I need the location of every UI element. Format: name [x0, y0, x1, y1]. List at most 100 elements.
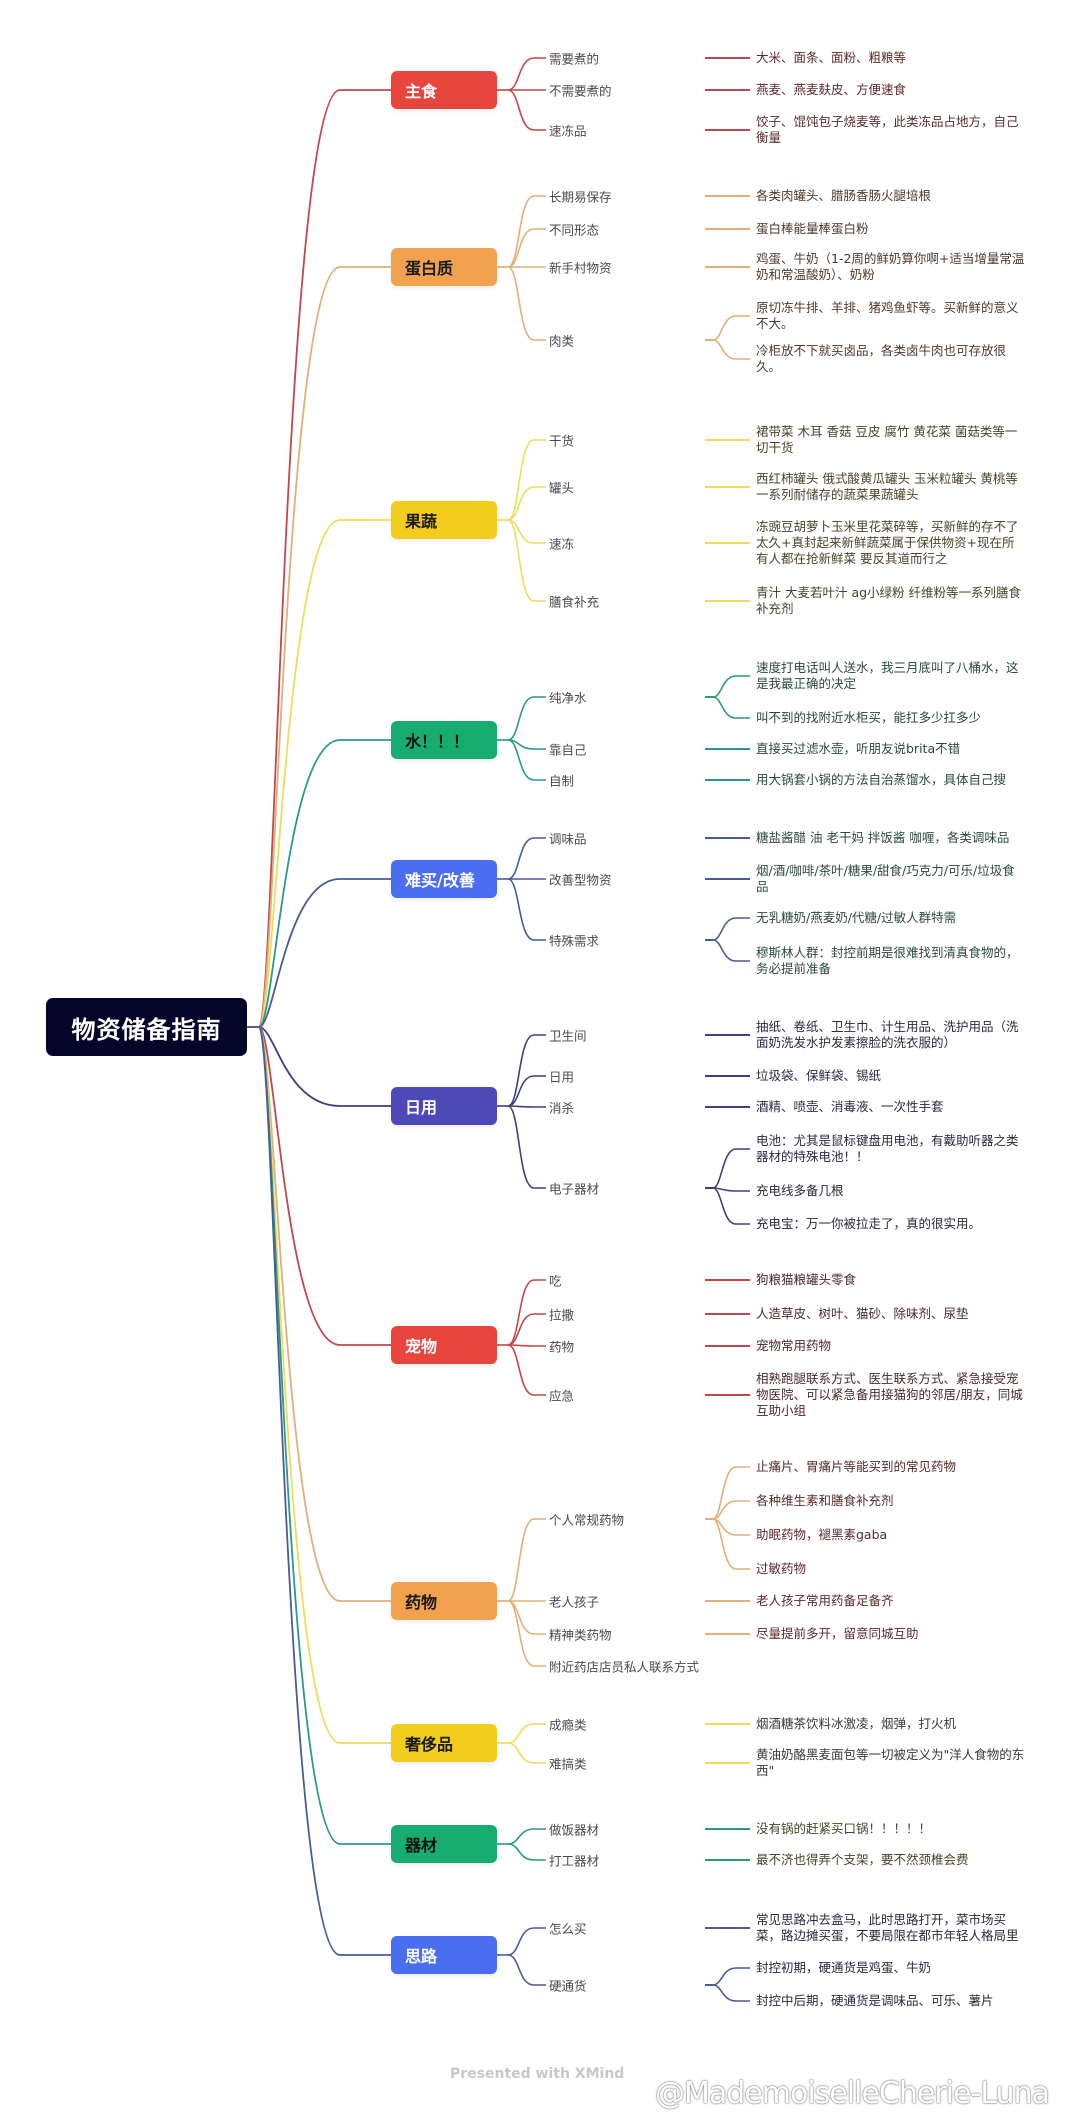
detail-text[interactable]: 相熟跑腿联系方式、医生联系方式、紧急接受宠物医院、可以紧急备用接猫狗的邻居/朋友… [756, 1371, 1023, 1418]
subtopic-label[interactable]: 怎么买 [549, 1921, 587, 1937]
subtopic-label[interactable]: 干货 [549, 433, 575, 449]
subtopic-label[interactable]: 硬通货 [549, 1978, 587, 1994]
category-topic[interactable]: 思路 [391, 1936, 497, 1974]
subtopic-connector [507, 878, 546, 941]
detail-connector [712, 1187, 750, 1225]
detail-connector [712, 1967, 750, 1986]
detail-text[interactable]: 烟/酒/咖啡/茶叶/糖果/甜食/巧克力/可乐/垃圾食品 [756, 863, 1015, 894]
detail-text[interactable]: 狗粮猫粮罐头零食 [756, 1272, 857, 1287]
subtopic-label[interactable]: 速冻品 [549, 123, 587, 139]
category-topic[interactable]: 果蔬 [391, 501, 497, 539]
category-topic[interactable]: 难买/改善 [391, 860, 497, 898]
subtopic-label[interactable]: 肉类 [549, 333, 575, 349]
subtopic-connector [507, 228, 546, 268]
subtopic-label[interactable]: 日用 [549, 1069, 575, 1085]
subtopic-label[interactable]: 做饭器材 [549, 1822, 600, 1838]
category-topic[interactable]: 药物 [391, 1582, 497, 1620]
subtopic-label[interactable]: 老人孩子 [549, 1594, 600, 1610]
detail-text[interactable]: 冻豌豆胡萝卜玉米里花菜碎等，买新鲜的存不了太久+真封起来新鲜蔬菜属于保供物资+现… [756, 519, 1019, 566]
detail-text[interactable]: 烟酒糖茶饮料冰激凌，烟弹，打火机 [756, 1716, 957, 1731]
subtopic-connector [507, 519, 546, 544]
subtopic-label[interactable]: 纯净水 [549, 690, 587, 706]
subtopic-connector [507, 1954, 546, 1986]
subtopic-label[interactable]: 不同形态 [549, 222, 600, 238]
subtopic-label[interactable]: 膳食补充 [549, 594, 600, 610]
detail-text[interactable]: 黄油奶酪黑麦面包等一切被定义为"洋人食物的东西" [756, 1747, 1025, 1778]
category-topic[interactable]: 蛋白质 [391, 248, 497, 286]
subtopic-label[interactable]: 罐头 [549, 480, 575, 496]
detail-text[interactable]: 穆斯林人群：封控前期是很难找到清真食物的，务必提前准备 [756, 945, 1019, 976]
detail-text[interactable]: 尽量提前多开，留意同城互助 [756, 1626, 919, 1641]
subtopic-label[interactable]: 应急 [549, 1388, 575, 1404]
detail-text[interactable]: 西红柿罐头 俄式酸黄瓜罐头 玉米粒罐头 黄桃等一系列耐储存的蔬菜果蔬罐头 [756, 471, 1018, 502]
subtopic-label[interactable]: 精神类药物 [549, 1627, 612, 1643]
detail-text[interactable]: 用大锅套小锅的方法自治蒸馏水，具体自己搜 [756, 772, 1007, 787]
detail-text[interactable]: 无乳糖奶/燕麦奶/代糖/过敏人群特需 [756, 910, 957, 925]
detail-text[interactable]: 酒精、喷壶、消毒液、一次性手套 [756, 1099, 944, 1114]
root-topic[interactable]: 物资储备指南 [46, 998, 247, 1056]
detail-text[interactable]: 蛋白棒能量棒蛋白粉 [756, 221, 869, 236]
detail-text[interactable]: 封控中后期，硬通货是调味品、可乐、薯片 [756, 1993, 994, 2008]
detail-text[interactable]: 老人孩子常用药备足备齐 [756, 1593, 894, 1608]
subtopic-label[interactable]: 电子器材 [549, 1181, 600, 1197]
subtopic-label[interactable]: 个人常规药物 [549, 1512, 625, 1528]
detail-text[interactable]: 抽纸、卷纸、卫生巾、计生用品、洗护用品（洗面奶洗发水护发素擦脸的洗衣服的） [756, 1019, 1019, 1050]
detail-text[interactable]: 速度打电话叫人送水，我三月底叫了八桶水，这是我最正确的决定 [756, 660, 1019, 691]
detail-connector [712, 675, 750, 698]
detail-text[interactable]: 没有锅的赶紧买口锅！！！！！ [756, 1821, 932, 1836]
detail-text[interactable]: 叫不到的找附近水柜买，能扛多少扛多少 [756, 710, 982, 725]
category-topic[interactable]: 主食 [391, 71, 497, 109]
detail-text[interactable]: 糖盐酱醋 油 老干妈 拌饭酱 咖喱，各类调味品 [756, 830, 1010, 845]
detail-text[interactable]: 鸡蛋、牛奶（1-2周的鲜奶算你啊+适当增量常温奶和常温酸奶）、奶粉 [756, 251, 1025, 282]
detail-text[interactable]: 裙带菜 木耳 香菇 豆皮 腐竹 黄花菜 菌菇类等一切干货 [756, 424, 1018, 455]
subtopic-label[interactable]: 需要煮的 [549, 51, 600, 67]
subtopic-label[interactable]: 调味品 [549, 831, 587, 847]
subtopic-label[interactable]: 长期易保存 [549, 189, 612, 205]
category-topic[interactable]: 水！！！ [391, 721, 497, 759]
category-topic[interactable]: 日用 [391, 1087, 497, 1125]
subtopic-label[interactable]: 自制 [549, 773, 575, 789]
subtopic-label[interactable]: 吃 [549, 1273, 562, 1289]
detail-text[interactable]: 封控初期，硬通货是鸡蛋、牛奶 [756, 1960, 932, 1975]
detail-text[interactable]: 止痛片、胃痛片等能买到的常见药物 [756, 1459, 957, 1474]
subtopic-label[interactable]: 靠自己 [549, 742, 587, 758]
subtopic-label[interactable]: 消杀 [549, 1100, 575, 1116]
watermark: @MademoiselleCherie-Luna [655, 2076, 1050, 2111]
category-topic[interactable]: 器材 [391, 1825, 497, 1863]
detail-text[interactable]: 常见思路冲去盒马，此时思路打开，菜市场买菜，路边摊买蛋，不要局限在都市年轻人格局… [756, 1912, 1019, 1943]
subtopic-label[interactable]: 药物 [549, 1339, 575, 1355]
subtopic-label[interactable]: 打工器材 [549, 1853, 600, 1869]
detail-text[interactable]: 充电线多备几根 [756, 1183, 844, 1198]
category-topic[interactable]: 奢侈品 [391, 1724, 497, 1762]
subtopic-label[interactable]: 特殊需求 [549, 933, 600, 949]
subtopic-label[interactable]: 难搞类 [549, 1756, 587, 1772]
subtopic-connector [507, 1105, 546, 1189]
subtopic-label[interactable]: 拉撒 [549, 1307, 575, 1323]
detail-text[interactable]: 助眠药物，褪黑素gaba [756, 1527, 888, 1542]
detail-text[interactable]: 直接买过滤水壶，听朋友说brita不错 [756, 741, 961, 756]
detail-text[interactable]: 冷柜放不下就买卤品，各类卤牛肉也可存放很久。 [756, 343, 1007, 374]
detail-text[interactable]: 宠物常用药物 [756, 1338, 832, 1353]
detail-text[interactable]: 大米、面条、面粉、粗粮等 [756, 50, 907, 65]
detail-text[interactable]: 过敏药物 [756, 1561, 807, 1576]
detail-text[interactable]: 电池：尤其是鼠标键盘用电池，有戴助听器之类器材的特殊电池！！ [756, 1133, 1019, 1164]
detail-text[interactable]: 充电宝：万一你被拉走了，真的很实用。 [756, 1216, 982, 1231]
detail-text[interactable]: 最不济也得弄个支架，要不然颈椎会费 [756, 1852, 969, 1867]
subtopic-label[interactable]: 速冻 [549, 536, 575, 552]
detail-text[interactable]: 人造草皮、树叶、猫砂、除味剂、尿垫 [756, 1306, 969, 1321]
detail-text[interactable]: 各种维生素和膳食补充剂 [756, 1493, 894, 1508]
category-topic[interactable]: 宠物 [391, 1326, 497, 1364]
subtopic-label[interactable]: 新手村物资 [549, 260, 612, 276]
detail-text[interactable]: 燕麦、燕麦麸皮、方便速食 [756, 82, 907, 97]
detail-text[interactable]: 饺子、馄饨包子烧麦等，此类冻品占地方，自己衡量 [756, 114, 1019, 145]
detail-text[interactable]: 青汁 大麦若叶汁 ag小绿粉 纤维粉等一系列膳食补充剂 [756, 585, 1022, 616]
detail-text[interactable]: 各类肉罐头、腊肠香肠火腿培根 [756, 188, 932, 203]
detail-connector [712, 1466, 750, 1520]
subtopic-label[interactable]: 卫生间 [549, 1028, 587, 1044]
subtopic-label[interactable]: 改善型物资 [549, 872, 612, 888]
subtopic-label[interactable]: 不需要煮的 [549, 83, 612, 99]
detail-text[interactable]: 原切冻牛排、羊排、猪鸡鱼虾等。买新鲜的意义不大。 [756, 300, 1019, 331]
subtopic-label[interactable]: 附近药店店员私人联系方式 [549, 1659, 700, 1675]
detail-text[interactable]: 垃圾袋、保鲜袋、锡纸 [756, 1068, 882, 1083]
subtopic-label[interactable]: 成瘾类 [549, 1717, 587, 1733]
